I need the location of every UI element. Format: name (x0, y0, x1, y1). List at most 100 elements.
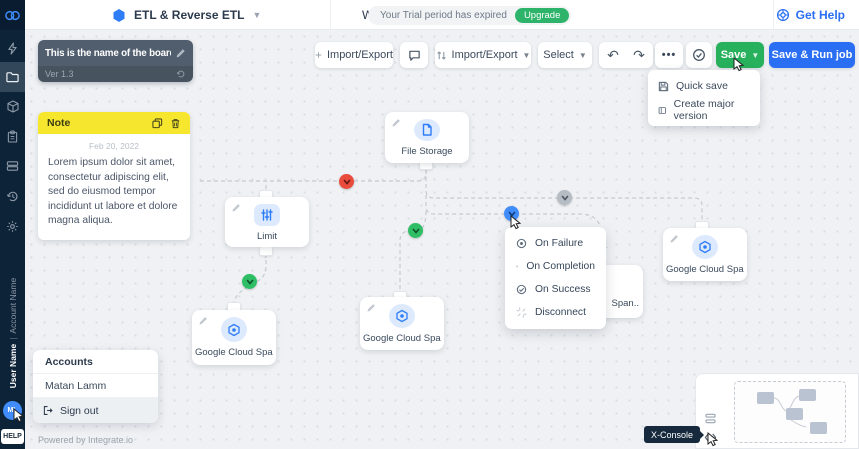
minimap-wires (735, 382, 847, 444)
button-label: Import/Export (452, 49, 518, 61)
product-switcher[interactable]: ETL & Reverse ETL ▼ (112, 0, 261, 30)
upgrade-button[interactable]: Upgrade (515, 8, 569, 23)
sidebar-item-settings[interactable] (0, 212, 25, 240)
google-cloud-spanner-icon (692, 235, 718, 259)
edit-pencil-icon[interactable] (391, 118, 401, 128)
board-name-card: This is the name of the board Ver 1.3 (38, 40, 193, 82)
node-spanner-left[interactable]: Google Cloud Span.. (192, 310, 276, 365)
chevron-down-icon (245, 277, 255, 287)
select-button[interactable]: Select ▼ (538, 42, 592, 68)
sidebar-item-history[interactable] (0, 182, 25, 210)
sidebar-item-packages[interactable] (0, 92, 25, 120)
sidebar-item-connections[interactable] (0, 152, 25, 180)
node-limit[interactable]: Limit (225, 197, 309, 247)
note-text: Lorem ipsum dolor sit amet, consectetur … (48, 156, 180, 229)
trash-icon[interactable] (170, 118, 181, 129)
node-label: Limit (257, 231, 277, 240)
menu-item-label: Create major version (674, 98, 750, 122)
chevron-down-icon (507, 209, 517, 219)
duplicate-icon[interactable] (152, 118, 163, 129)
sidebar-item-flash[interactable] (0, 34, 25, 62)
wire-condition-dot-green[interactable] (408, 223, 423, 238)
sidebar-account-label: User Name | Account Name (7, 263, 19, 403)
version-history-icon[interactable] (176, 69, 186, 79)
divider (773, 0, 774, 30)
menu-item-label: Quick save (676, 80, 728, 92)
note-body: Feb 20, 2022 Lorem ipsum dolor sit amet,… (38, 134, 190, 240)
wire-condition-dot-green[interactable] (242, 274, 257, 289)
menu-item-quick-save[interactable]: Quick save (648, 74, 760, 98)
wire-condition-dot-red[interactable] (339, 174, 354, 189)
node-label: Google Cloud Span.. (363, 333, 441, 343)
history-clock-icon (6, 190, 19, 203)
limit-icon (254, 204, 280, 226)
help-icon (776, 8, 790, 22)
menu-item-disconnect[interactable]: Disconnect (505, 301, 606, 324)
node-spanner-right[interactable]: Google Cloud Span.. (663, 228, 747, 281)
edit-pencil-icon[interactable] (175, 48, 186, 59)
save-dropdown-menu: Quick save Create major version (648, 70, 760, 126)
major-version-icon (658, 105, 667, 116)
product-label: ETL & Reverse ETL (134, 8, 244, 22)
minimap-panel (695, 373, 859, 449)
more-options-button[interactable]: ••• (655, 42, 683, 68)
sign-out-icon (42, 405, 53, 416)
sidebar-item-jobs[interactable] (0, 122, 25, 150)
user-avatar[interactable]: ML (3, 401, 22, 420)
note-header: Note (38, 112, 190, 134)
new-import-export-button[interactable]: Import/Export (315, 42, 393, 68)
sticky-note[interactable]: Note Feb 20, 2022 Lorem ipsum dolor sit … (38, 112, 190, 240)
note-title: Note (47, 117, 145, 129)
edit-pencil-icon[interactable] (366, 303, 376, 313)
undo-button[interactable]: ↶ (600, 42, 626, 68)
wire-condition-dot-blue[interactable] (504, 206, 519, 221)
edit-pencil-icon[interactable] (231, 203, 241, 213)
account-item[interactable]: Matan Lamm (33, 374, 158, 398)
wire-condition-dot-gray[interactable] (557, 190, 572, 205)
server-stack-icon (6, 160, 19, 172)
powered-by-label: Powered by Integrate.io (38, 435, 133, 445)
redo-button[interactable]: ↷ (626, 42, 652, 68)
file-storage-icon (414, 119, 440, 141)
code-console-icon[interactable] (702, 430, 718, 444)
help-button[interactable]: HELP (1, 429, 24, 444)
accounts-title: Accounts (33, 350, 158, 374)
get-help-link[interactable]: Get Help (776, 0, 845, 30)
chevron-down-icon (560, 193, 570, 203)
divider (330, 0, 331, 30)
user-name-label: User Name (8, 344, 18, 388)
port-limit-out[interactable] (259, 246, 273, 256)
save-button[interactable]: Save ▼ (716, 42, 764, 68)
menu-item-create-major-version[interactable]: Create major version (648, 98, 760, 122)
comment-icon (408, 49, 421, 62)
edit-pencil-icon[interactable] (669, 234, 679, 244)
check-circle-icon (692, 48, 706, 62)
chevron-down-icon (411, 226, 421, 236)
button-label: Import/Export (327, 49, 393, 61)
button-label: Save (721, 49, 747, 61)
menu-item-on-failure[interactable]: On Failure (505, 232, 606, 255)
gear-icon (6, 220, 19, 233)
lightning-icon (7, 42, 18, 55)
chevron-down-icon: ▼ (523, 51, 531, 60)
google-cloud-spanner-icon (221, 317, 247, 342)
edit-pencil-icon[interactable] (198, 316, 208, 326)
node-spanner-center[interactable]: Google Cloud Span.. (360, 297, 444, 350)
button-label: Save & Run job (772, 49, 853, 61)
node-file-storage[interactable]: File Storage (385, 112, 469, 163)
sign-out-button[interactable]: Sign out (33, 398, 158, 423)
comments-button[interactable] (400, 42, 428, 68)
minimap-viewport[interactable] (734, 381, 846, 443)
stack-icon[interactable] (702, 410, 718, 426)
import-export-menu-button[interactable]: Import/Export ▼ (435, 42, 531, 68)
menu-item-label: On Completion (526, 261, 595, 272)
note-date: Feb 20, 2022 (48, 141, 180, 151)
integrate-logo[interactable] (0, 0, 25, 30)
sidebar-item-boards[interactable] (0, 62, 25, 92)
menu-item-label: On Failure (535, 238, 583, 249)
save-and-run-button[interactable]: Save & Run job (769, 42, 855, 68)
validate-button[interactable] (686, 42, 712, 68)
menu-item-on-completion[interactable]: On Completion (505, 255, 606, 278)
menu-item-on-success[interactable]: On Success (505, 278, 606, 301)
